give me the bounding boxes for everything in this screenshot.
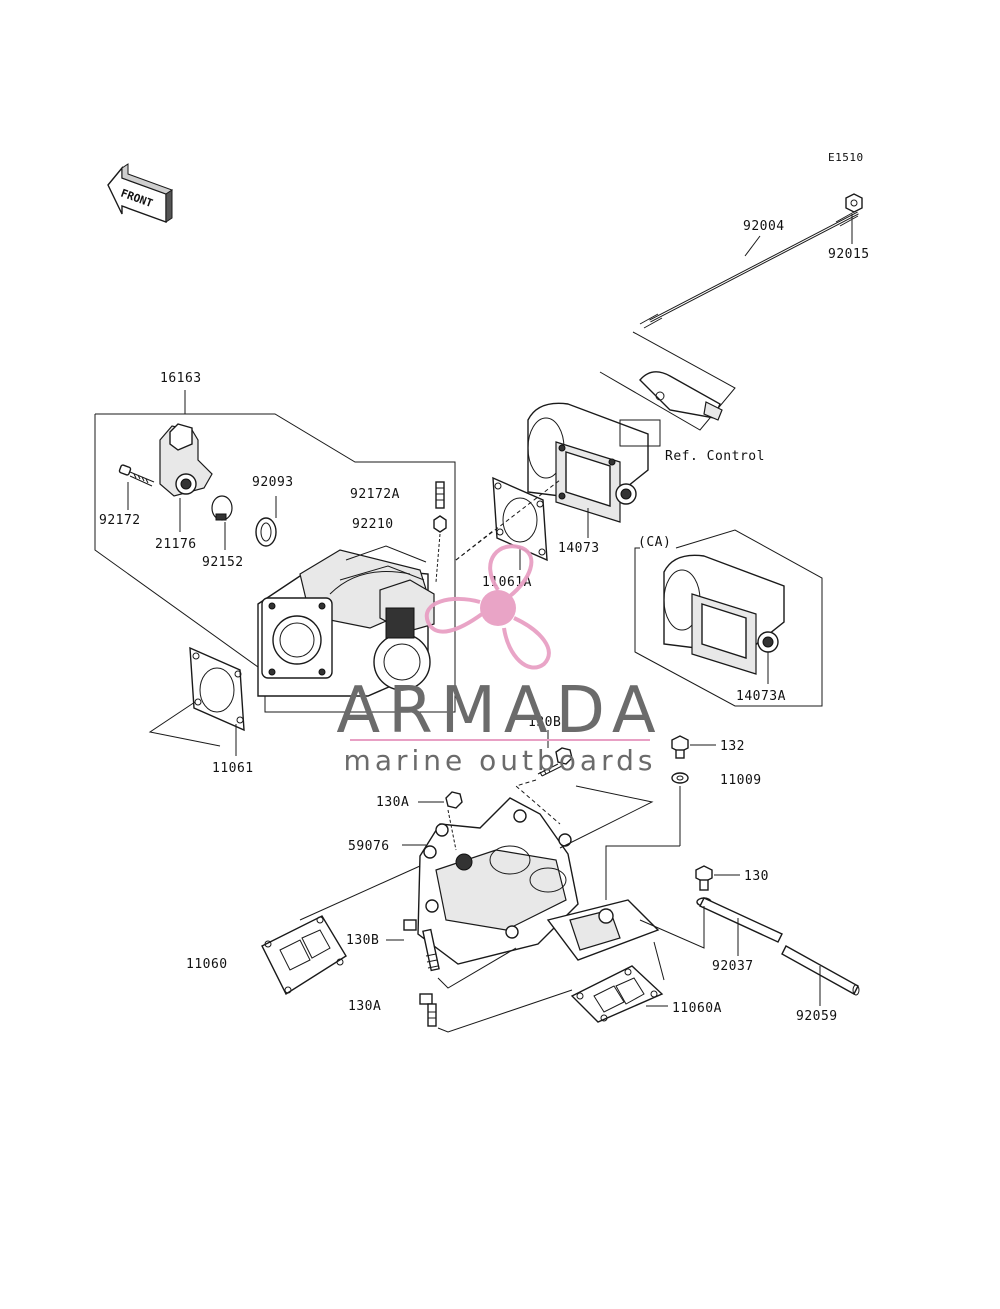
- label-11009: 11009: [720, 773, 762, 788]
- label-92004: 92004: [743, 219, 785, 234]
- label-21176: 21176: [155, 537, 197, 552]
- label-92059: 92059: [796, 1009, 838, 1024]
- label-130B-bottom: 130B: [346, 933, 379, 948]
- housing-14073: [527, 402, 661, 523]
- group-bracket-16163: [94, 390, 456, 713]
- manifold-59076: [417, 797, 660, 965]
- clamp-92152: [211, 495, 233, 521]
- housing-14073A: [663, 554, 785, 675]
- label-11060A: 11060A: [672, 1001, 722, 1016]
- label-132: 132: [720, 739, 745, 754]
- control-rod: [639, 211, 859, 329]
- label-92015: 92015: [828, 247, 870, 262]
- bolt-130A-top: [445, 791, 463, 809]
- watermark-brand: ARMADA: [336, 674, 663, 748]
- label-130: 130: [744, 869, 769, 884]
- label-59076: 59076: [348, 839, 390, 854]
- stay-92037: [696, 897, 783, 943]
- label-92093: 92093: [252, 475, 294, 490]
- bolt-130: [695, 865, 713, 891]
- ref-control-bracket: [599, 331, 736, 431]
- label-92172: 92172: [99, 513, 141, 528]
- throttle-body: [257, 545, 435, 697]
- oring-92093: [255, 517, 277, 547]
- ref-control-label: Ref. Control: [665, 449, 765, 464]
- screw-92172: [118, 464, 155, 487]
- label-130A-bottom: 130A: [348, 999, 381, 1014]
- gasket-11060A: [570, 965, 664, 1023]
- gasket-11061: [189, 646, 245, 732]
- bolt-132: [671, 735, 689, 759]
- label-92210: 92210: [352, 517, 394, 532]
- label-14073: 14073: [558, 541, 600, 556]
- gasket-11061A: [492, 476, 548, 562]
- watermark-tagline: marine outboards: [344, 744, 657, 777]
- label-130A-top: 130A: [376, 795, 409, 810]
- throttle-sensor-21176: [159, 423, 213, 497]
- nut-92210: [433, 515, 447, 533]
- label-11060: 11060: [186, 957, 228, 972]
- label-92037: 92037: [712, 959, 754, 974]
- bolt-130B-top: [537, 747, 573, 777]
- gasket-11060: [261, 915, 347, 996]
- label-92172A: 92172A: [350, 487, 400, 502]
- armada-logo-icon: [424, 544, 551, 670]
- label-130B-top: 130B: [528, 715, 561, 730]
- label-92152: 92152: [202, 555, 244, 570]
- variant-label-CA: (CA): [638, 535, 671, 550]
- label-14073A: 14073A: [736, 689, 786, 704]
- label-16163: 16163: [160, 371, 202, 386]
- label-11061: 11061: [212, 761, 254, 776]
- variant-bracket-CA: [634, 529, 823, 707]
- screw-92172A: [435, 481, 445, 509]
- bolt-130A-bottom: [419, 993, 437, 1027]
- diagram-code: E1510: [828, 151, 864, 164]
- nut-92015: [845, 193, 863, 213]
- front-arrow-icon: FRONT: [107, 163, 174, 223]
- bolt-130B-bottom: [403, 919, 440, 972]
- washer-11009: [671, 772, 689, 784]
